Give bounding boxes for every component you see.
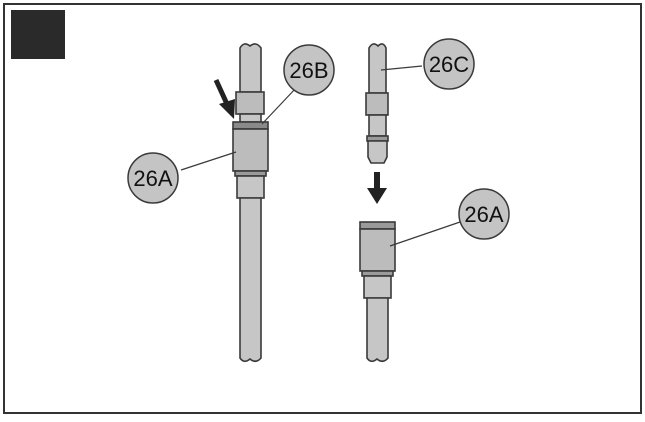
leader-lines	[180, 65, 461, 247]
corner-block	[11, 10, 65, 59]
right-insert-stem	[368, 114, 387, 137]
left-lower-tube	[239, 197, 262, 363]
left-insert-stem	[239, 113, 262, 123]
right-insert-collar	[365, 92, 389, 116]
right-lower-tube	[366, 297, 389, 363]
leader-26C	[380, 65, 423, 71]
callout-26A-left: 26A	[127, 152, 179, 204]
callout-26A-right-label: 26A	[464, 202, 503, 227]
callout-26A-left-label: 26A	[133, 166, 172, 191]
left-lower-collar	[236, 175, 265, 199]
insert-arrow-icon	[367, 172, 387, 204]
right-fitting-assembly	[359, 221, 396, 363]
callout-26B-label: 26B	[289, 58, 328, 83]
leader-26A-right	[389, 221, 461, 247]
right-insert-assembly	[365, 43, 389, 164]
left-fitting-body	[232, 128, 269, 172]
left-upper-collar	[235, 91, 265, 115]
callout-26C-label: 26C	[429, 52, 469, 77]
callout-26B: 26B	[283, 44, 335, 96]
callout-26A-right: 26A	[458, 188, 510, 240]
right-fitting-body	[359, 228, 396, 272]
leader-26A-left	[180, 151, 237, 171]
leader-26B	[261, 87, 297, 125]
push-arrow-icon	[213, 78, 235, 119]
left-assembly	[232, 43, 269, 363]
right-lower-collar	[363, 275, 392, 299]
right-release-ring	[359, 221, 396, 230]
left-upper-tube	[239, 43, 262, 93]
right-insert-tip	[367, 140, 388, 164]
right-upper-tube	[368, 43, 387, 94]
callout-26C: 26C	[423, 38, 475, 90]
